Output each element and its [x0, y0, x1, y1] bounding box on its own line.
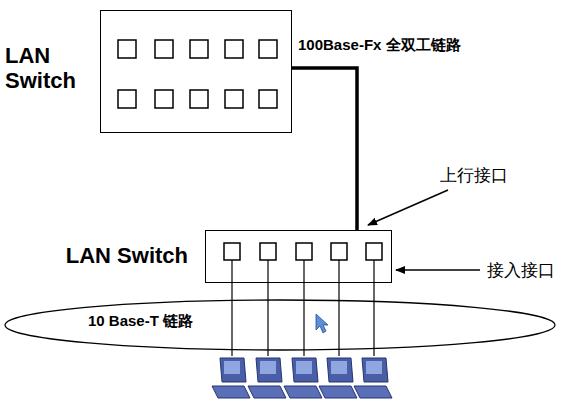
access-wires [232, 260, 374, 356]
computers [212, 358, 392, 398]
switch-box: LAN Switch [100, 10, 292, 133]
cursor-icon [316, 314, 328, 333]
link-type-label: 10 Base-T 链路 [88, 312, 193, 331]
uplink-port-label: 上行接口 [440, 164, 508, 187]
uplink-fiber [292, 68, 357, 230]
leader-line [396, 269, 480, 271]
switch-box: LAN Switch [205, 230, 392, 283]
leader-line [368, 190, 448, 225]
switch-ports [118, 40, 382, 260]
access-port-label: 接入接口 [487, 259, 555, 282]
link-label: 100Base-Fx 全双工链路 [298, 36, 461, 55]
link-ellipse [5, 300, 555, 350]
switch-label: LAN Switch [5, 43, 95, 94]
switch-label: LAN Switch [66, 243, 188, 268]
